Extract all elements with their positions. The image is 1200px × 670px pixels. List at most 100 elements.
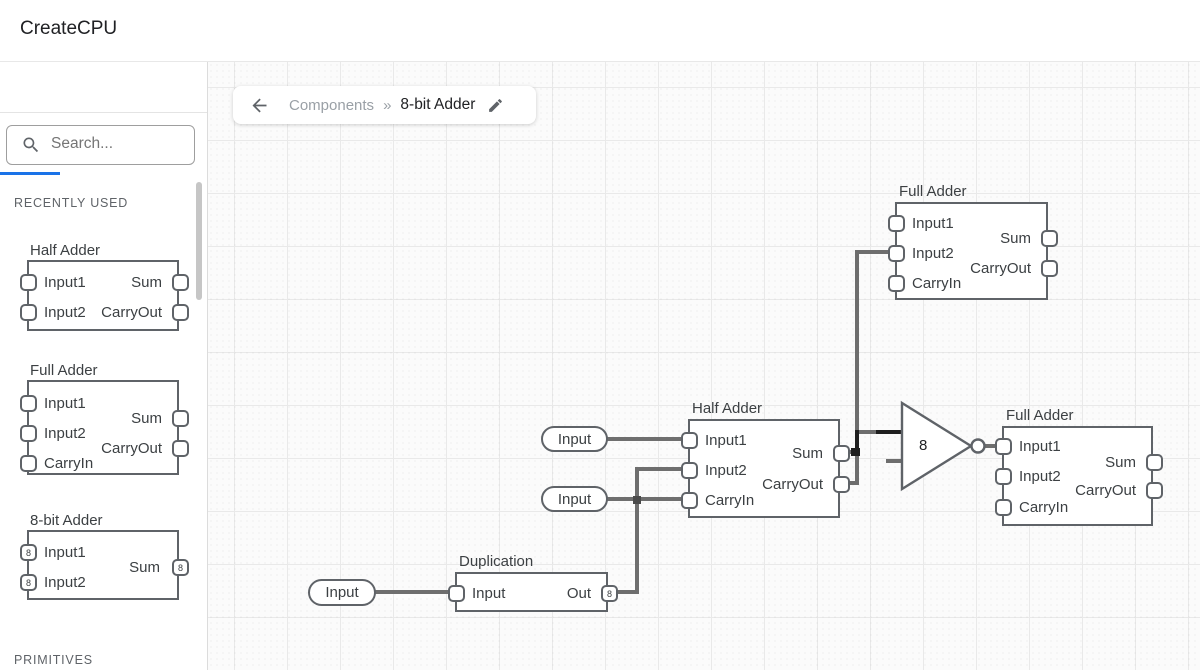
wire-segment-active[interactable]: [876, 430, 903, 434]
library-full-adder[interactable]: Full Adder Input1 Input2 CarryIn Sum Car…: [20, 362, 189, 475]
wire-segment[interactable]: [605, 437, 684, 441]
port-label: Input1: [1019, 438, 1061, 455]
bus-width: 8: [25, 547, 31, 558]
wire-segment[interactable]: [983, 444, 996, 448]
wire-segment[interactable]: [855, 250, 859, 485]
breadcrumb-current: 8-bit Adder: [400, 96, 476, 113]
port-label: CarryIn: [912, 275, 962, 292]
bus-width: 8: [606, 588, 612, 599]
wire-segment[interactable]: [635, 467, 684, 471]
port-input1: [20, 395, 37, 412]
port-sum[interactable]: [1146, 454, 1163, 471]
active-tab-indicator: [0, 172, 60, 175]
node-title: Full Adder: [1006, 407, 1074, 424]
wire-segment[interactable]: [373, 590, 459, 594]
port-label: CarryIn: [44, 455, 94, 472]
wire-junction: [851, 448, 860, 456]
port-carryout[interactable]: [1041, 260, 1058, 277]
library-component-title: Half Adder: [30, 242, 101, 259]
library-8bit-adder[interactable]: 8-bit Adder 8 8 8 Input1 Input2 Sum: [20, 512, 189, 600]
port-input2: [20, 304, 37, 321]
port-label: Out: [566, 585, 591, 602]
sidebar-scrollbar-thumb[interactable]: [196, 182, 202, 300]
port-sum: [172, 274, 189, 291]
node-duplication[interactable]: Duplication 8 Input Out: [448, 553, 618, 612]
library-component-title: Full Adder: [30, 362, 98, 379]
port-label: Sum: [792, 445, 823, 462]
port-out-bus[interactable]: 8: [601, 585, 618, 602]
search-box: [6, 125, 195, 165]
port-input1-bus: 8: [20, 544, 37, 561]
input-pill-label: Input: [325, 584, 359, 601]
port-label: Input2: [705, 462, 747, 479]
port-carryin[interactable]: [995, 499, 1012, 516]
search-input[interactable]: [51, 127, 189, 161]
port-input2[interactable]: [888, 245, 905, 262]
port-label: CarryOut: [1075, 482, 1136, 499]
port-input2[interactable]: [995, 468, 1012, 485]
port-carryout: [172, 304, 189, 321]
port-sum[interactable]: [1041, 230, 1058, 247]
section-recently-used: RECENTLY USED: [14, 196, 129, 210]
port-label: CarryOut: [101, 304, 162, 321]
wire-junction: [633, 496, 641, 504]
wire-segment[interactable]: [605, 497, 684, 501]
library-component-title: 8-bit Adder: [30, 512, 103, 529]
bus-width: 8: [25, 577, 31, 588]
port-label: Input1: [44, 544, 86, 561]
circuit-canvas[interactable]: [208, 62, 1200, 670]
merge-gate-8bit[interactable]: 8: [900, 401, 988, 491]
port-label: CarryOut: [762, 476, 823, 493]
port-label: Input2: [44, 574, 86, 591]
port-input1[interactable]: [888, 215, 905, 232]
port-carryin: [20, 455, 37, 472]
port-label: Sum: [1000, 230, 1031, 247]
section-primitives: PRIMITIVES: [14, 653, 93, 667]
port-carryout[interactable]: [1146, 482, 1163, 499]
library-half-adder[interactable]: Half Adder Input1 Input2 Sum CarryOut: [20, 242, 189, 331]
wire-segment[interactable]: [855, 250, 893, 254]
port-label: Input1: [44, 395, 86, 412]
back-button[interactable]: [249, 95, 270, 116]
node-title: Half Adder: [692, 400, 763, 417]
port-label: Input2: [44, 425, 86, 442]
wire-segment[interactable]: [614, 590, 639, 594]
input-pill-label: Input: [557, 430, 592, 448]
port-sum[interactable]: [833, 445, 850, 462]
port-input1[interactable]: [681, 432, 698, 449]
edit-pencil-icon[interactable]: [487, 97, 504, 114]
node-full-adder-right[interactable]: Full Adder Input1 Input2 CarryIn Sum Car…: [995, 407, 1163, 526]
port-input1[interactable]: [995, 438, 1012, 455]
port-label: Sum: [131, 274, 162, 291]
breadcrumb-parent[interactable]: Components: [289, 96, 375, 114]
port-label: Input2: [44, 304, 86, 321]
node-half-adder[interactable]: Half Adder Input1 Input2 CarryIn Sum Car…: [681, 400, 850, 518]
node-title: Full Adder: [899, 183, 967, 200]
node-full-adder-top[interactable]: Full Adder Input1 Input2 CarryIn Sum Car…: [888, 183, 1058, 300]
port-input[interactable]: [448, 585, 465, 602]
input-pill[interactable]: Input: [541, 426, 608, 452]
port-carryin[interactable]: [681, 492, 698, 509]
port-sum-bus: 8: [172, 559, 189, 576]
sidebar-tabbar: [0, 62, 207, 175]
input-pill[interactable]: Input: [308, 579, 376, 606]
port-label: CarryOut: [970, 260, 1031, 277]
port-label: CarryOut: [101, 440, 162, 457]
wire-segment-active[interactable]: [855, 430, 859, 456]
port-label: Sum: [131, 410, 162, 427]
port-input2: [20, 425, 37, 442]
port-input1: [20, 274, 37, 291]
port-label: CarryIn: [705, 492, 755, 509]
input-pill[interactable]: Input: [541, 486, 608, 512]
app-title: CreateCPU: [20, 18, 118, 39]
node-title: Duplication: [459, 553, 534, 570]
port-carryout: [172, 440, 189, 457]
wire-segment[interactable]: [635, 467, 639, 594]
port-input2[interactable]: [681, 462, 698, 479]
port-carryout[interactable]: [833, 476, 850, 493]
merge-gate-icon: [900, 401, 986, 491]
wire-segment[interactable]: [886, 459, 902, 463]
port-input2-bus: 8: [20, 574, 37, 591]
port-carryin[interactable]: [888, 275, 905, 292]
